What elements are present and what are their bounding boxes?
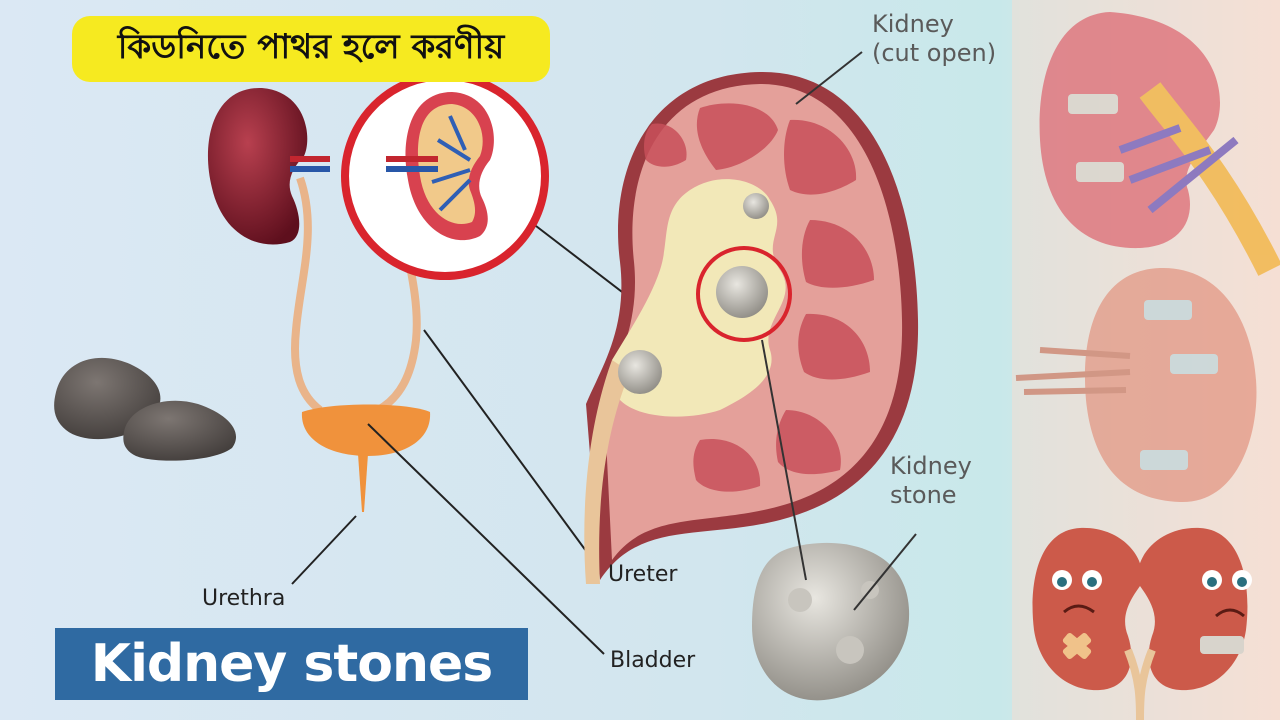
- label-kidney-cut-line2: (cut open): [872, 38, 997, 67]
- rocks-illustration: [54, 357, 237, 461]
- label-kidney-stone-line2: stone: [890, 480, 957, 509]
- label-ureter: Ureter: [608, 562, 678, 587]
- small-stone-3: [716, 266, 768, 318]
- label-urethra: Urethra: [202, 586, 286, 611]
- left-kidney-illustration: [207, 87, 330, 245]
- label-bladder: Bladder: [610, 648, 696, 673]
- label-kidney-cut-line1: Kidney: [872, 10, 954, 38]
- bladder-illustration: [301, 404, 431, 512]
- small-stone-2: [618, 350, 662, 394]
- caption-banner: Kidney stones: [55, 628, 528, 700]
- caption-text: Kidney stones: [90, 634, 493, 694]
- stone-highlight-ring: [696, 246, 792, 342]
- small-stone-1: [743, 193, 769, 219]
- label-kidney-stone-line1: Kidney: [890, 452, 972, 480]
- top-right-kidney: [1039, 12, 1280, 276]
- sad-kidneys-cartoon: [1032, 527, 1252, 720]
- big-kidney-illustration: [584, 71, 919, 584]
- highlighted-kidney-circle: [341, 72, 549, 280]
- title-banner: কিডনিতে পাথর হলে করণীয়: [72, 16, 550, 82]
- label-kidney-stone: Kidney stone: [890, 452, 972, 510]
- middle-right-kidney: [1015, 267, 1257, 503]
- label-kidney-cut-open: Kidney (cut open): [872, 10, 996, 68]
- large-kidney-stone: [752, 542, 910, 701]
- title-text: কিডনিতে পাথর হলে করণীয়: [117, 26, 505, 67]
